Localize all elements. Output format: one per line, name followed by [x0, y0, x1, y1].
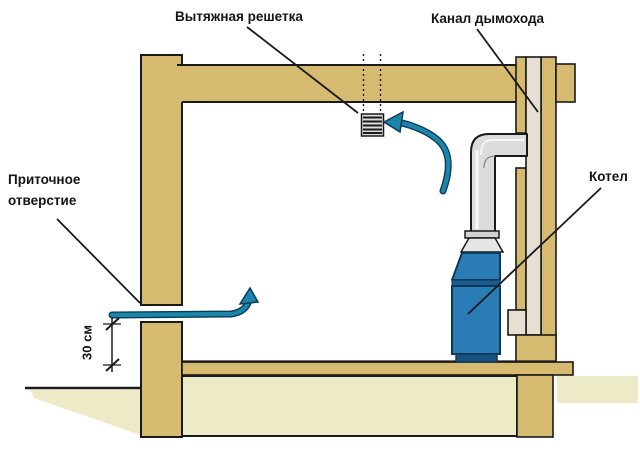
- flue-pipe: [459, 133, 528, 253]
- chimney-left-wall-lower: [515, 167, 527, 311]
- floor-slab: [181, 361, 574, 376]
- dimension-marker: [103, 317, 121, 372]
- left-wall-upper: [140, 54, 183, 306]
- pipe-cone: [459, 237, 505, 253]
- label-dimension-30cm: 30 см: [79, 325, 95, 360]
- boiler: [451, 252, 501, 363]
- leader-chimney-duct: [476, 28, 539, 113]
- ground-wedge-left: [30, 390, 143, 436]
- underfloor-space: [181, 375, 518, 437]
- chimney-cleanout-step: [507, 309, 527, 336]
- leader-boiler: [467, 187, 602, 315]
- right-foundation: [516, 374, 554, 438]
- left-wall-lower: [140, 321, 183, 438]
- leader-exhaust-grille: [246, 26, 359, 114]
- right-wall: [540, 56, 557, 364]
- leader-supply-opening: [56, 218, 141, 304]
- label-chimney-duct: Канал дымохода: [431, 11, 545, 26]
- label-boiler: Котел: [589, 169, 628, 184]
- pipe-flange: [464, 230, 500, 239]
- label-exhaust-grille: Вытяжная решетка: [175, 9, 303, 24]
- boiler-body: [451, 285, 501, 355]
- boiler-hood: [451, 252, 501, 281]
- exhaust-air-arrow: [382, 110, 452, 195]
- ceiling-stub-right: [555, 63, 576, 103]
- boiler-base: [455, 353, 498, 363]
- chimney-base: [515, 334, 557, 364]
- ceiling-slab: [176, 64, 516, 102]
- exhaust-grille-icon: [360, 113, 385, 137]
- ground-right: [557, 376, 638, 403]
- supply-air-arrow: [108, 286, 260, 319]
- label-supply-opening: Приточное отверстие: [8, 172, 81, 208]
